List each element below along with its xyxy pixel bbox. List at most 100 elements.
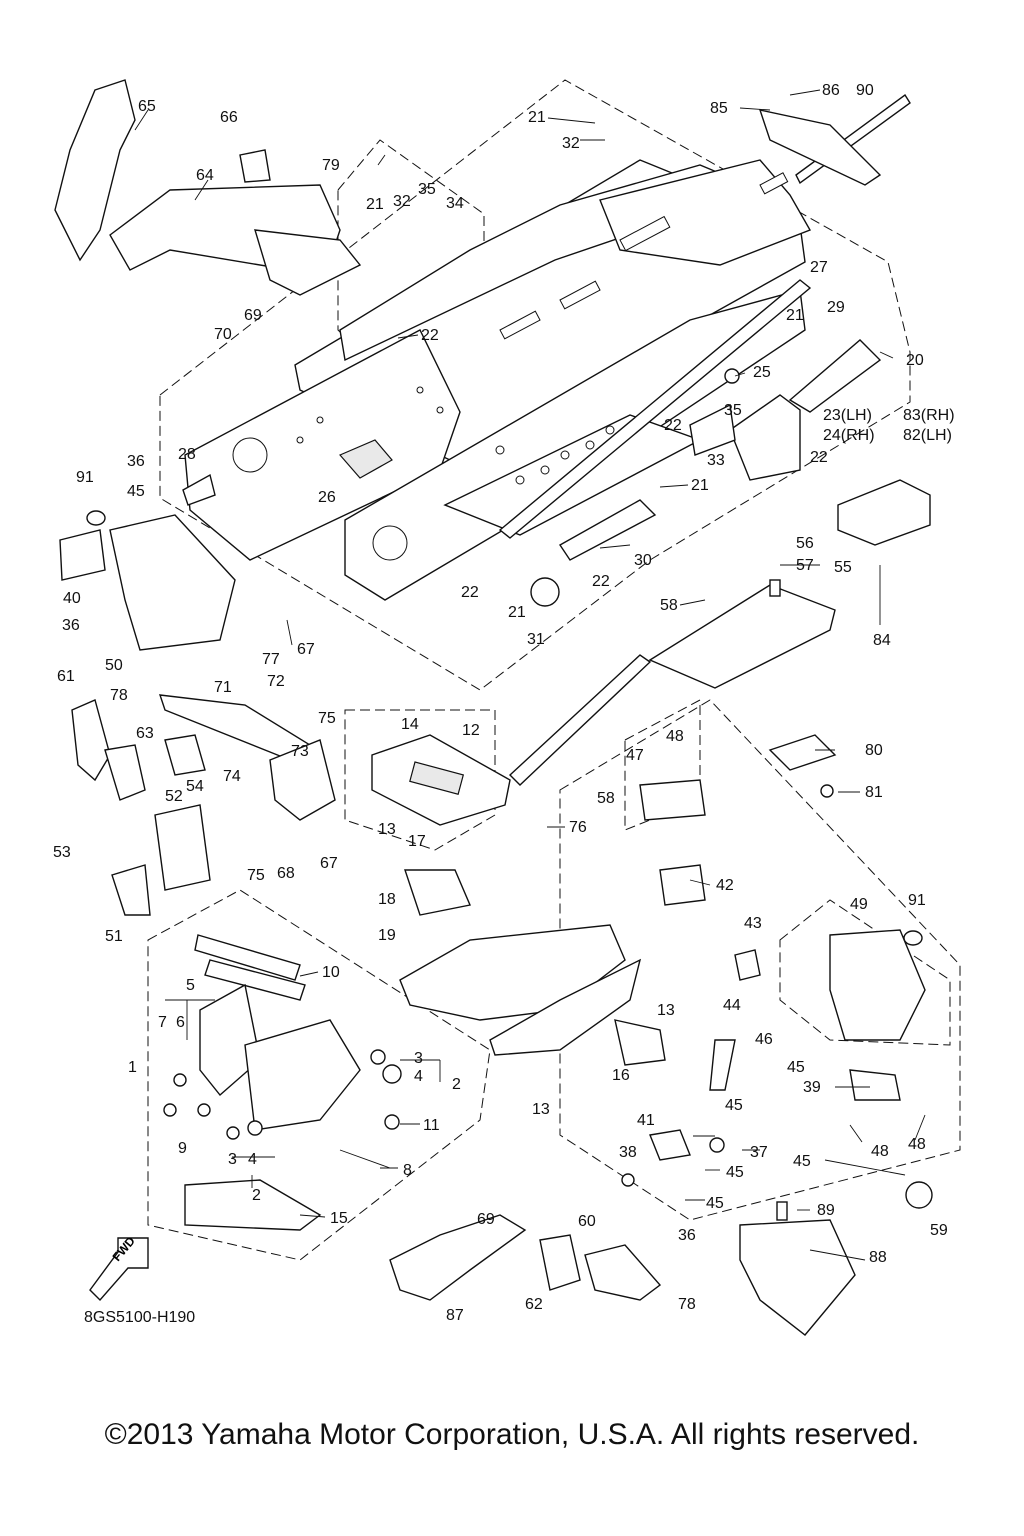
leader-lines [134, 89, 926, 1261]
damper-40 [59, 529, 106, 581]
callout-75: 75 [318, 710, 336, 727]
leader-line [849, 1124, 863, 1143]
callout-71: 71 [214, 679, 232, 696]
callout-53: 53 [53, 844, 71, 861]
callout-45: 45 [726, 1164, 744, 1181]
rear-bumper-bar-55 [648, 584, 836, 689]
callout-85: 85 [710, 100, 728, 117]
clamp-38 [621, 1173, 635, 1187]
callout-19: 19 [378, 927, 396, 944]
arm-10 [204, 959, 306, 1001]
callout-78: 78 [110, 687, 128, 704]
callout-21: 21 [691, 477, 709, 494]
callout-70: 70 [214, 326, 232, 343]
callout-61: 61 [57, 668, 75, 685]
leader-line [547, 117, 596, 124]
callout-62: 62 [525, 1296, 543, 1313]
callout-28: 28 [178, 446, 196, 463]
callout-1: 1 [128, 1059, 137, 1076]
bracket-48-plate [639, 779, 706, 821]
leader-line [809, 1249, 866, 1261]
callout-21: 21 [366, 196, 384, 213]
callout-51: 51 [105, 928, 123, 945]
leader-line [299, 1214, 326, 1218]
lower-stay [254, 229, 362, 296]
bracket-66 [239, 149, 271, 183]
callout-66: 66 [220, 109, 238, 126]
frame-hole [515, 475, 525, 485]
callout-42: 42 [716, 877, 734, 894]
skid-plate-15 [184, 1179, 322, 1231]
callout-79: 79 [322, 157, 340, 174]
bracket-85 [758, 109, 882, 186]
lower-frame [399, 654, 933, 1209]
frame-hole [540, 465, 550, 475]
callout-25: 25 [753, 364, 771, 381]
leader-line [734, 372, 746, 377]
callout-89: 89 [817, 1202, 835, 1219]
callout-32: 32 [393, 193, 411, 210]
callout-55: 55 [834, 559, 852, 576]
callout-41: 41 [637, 1112, 655, 1129]
frame-hole [495, 445, 505, 455]
bracket-51 [111, 864, 151, 916]
callout-83-rh: 83(RH) [903, 407, 955, 424]
bracket-42 [659, 864, 706, 906]
callout-72: 72 [267, 673, 285, 690]
callout-54: 54 [186, 778, 204, 795]
callout-16: 16 [612, 1067, 630, 1084]
leader-line [914, 1114, 926, 1141]
callout-22: 22 [421, 327, 439, 344]
frame-slot [499, 310, 541, 340]
callout-36: 36 [62, 617, 80, 634]
steering-column [371, 734, 511, 826]
callout-47: 47 [626, 747, 644, 764]
callout-86: 86 [822, 82, 840, 99]
arm-5 [194, 934, 301, 981]
intake-duct-87 [389, 1214, 527, 1301]
callout-8: 8 [403, 1162, 412, 1179]
frame-slot [619, 215, 671, 252]
leader-line [879, 351, 894, 359]
plate-31 [530, 577, 560, 607]
exhaust-mount-boundary [779, 899, 951, 1046]
callout-50: 50 [105, 657, 123, 674]
callout-76: 76 [569, 819, 587, 836]
callout-58: 58 [660, 597, 678, 614]
bracket-29 [788, 339, 882, 413]
steering-column-boundary [344, 709, 496, 851]
callout-22: 22 [664, 417, 682, 434]
front-upper-frame [54, 79, 362, 296]
lower-frame-boundary [559, 699, 961, 1221]
callout-49: 49 [850, 896, 868, 913]
callout-4: 4 [414, 1068, 423, 1085]
leader-line [134, 109, 149, 131]
callout-5: 5 [186, 977, 195, 994]
rear-grab-bar [758, 93, 911, 186]
callout-59: 59 [930, 1222, 948, 1239]
bushing-7 [163, 1103, 177, 1117]
callout-36: 36 [127, 453, 145, 470]
callout-33: 33 [707, 452, 725, 469]
mount-52 [154, 804, 211, 891]
callout-52: 52 [165, 788, 183, 805]
bracket-43 [734, 949, 761, 981]
callout-4: 4 [248, 1151, 257, 1168]
leader-line [599, 544, 631, 549]
callout-60: 60 [578, 1213, 596, 1230]
callout-34: 34 [446, 195, 464, 212]
bottom-accessories [389, 1201, 856, 1336]
callout-67: 67 [297, 641, 315, 658]
bushing-91b [903, 930, 923, 946]
group-boundaries [147, 79, 961, 1261]
boot-60 [584, 1244, 662, 1301]
callout-46: 46 [755, 1031, 773, 1048]
callout-9: 9 [178, 1140, 187, 1157]
spindle-housing-6 [199, 983, 261, 1097]
bracket-74 [164, 734, 206, 776]
callout-6: 6 [176, 1014, 185, 1031]
callout-45: 45 [706, 1195, 724, 1212]
leader-line [659, 484, 689, 488]
bushing-9 [197, 1103, 211, 1117]
